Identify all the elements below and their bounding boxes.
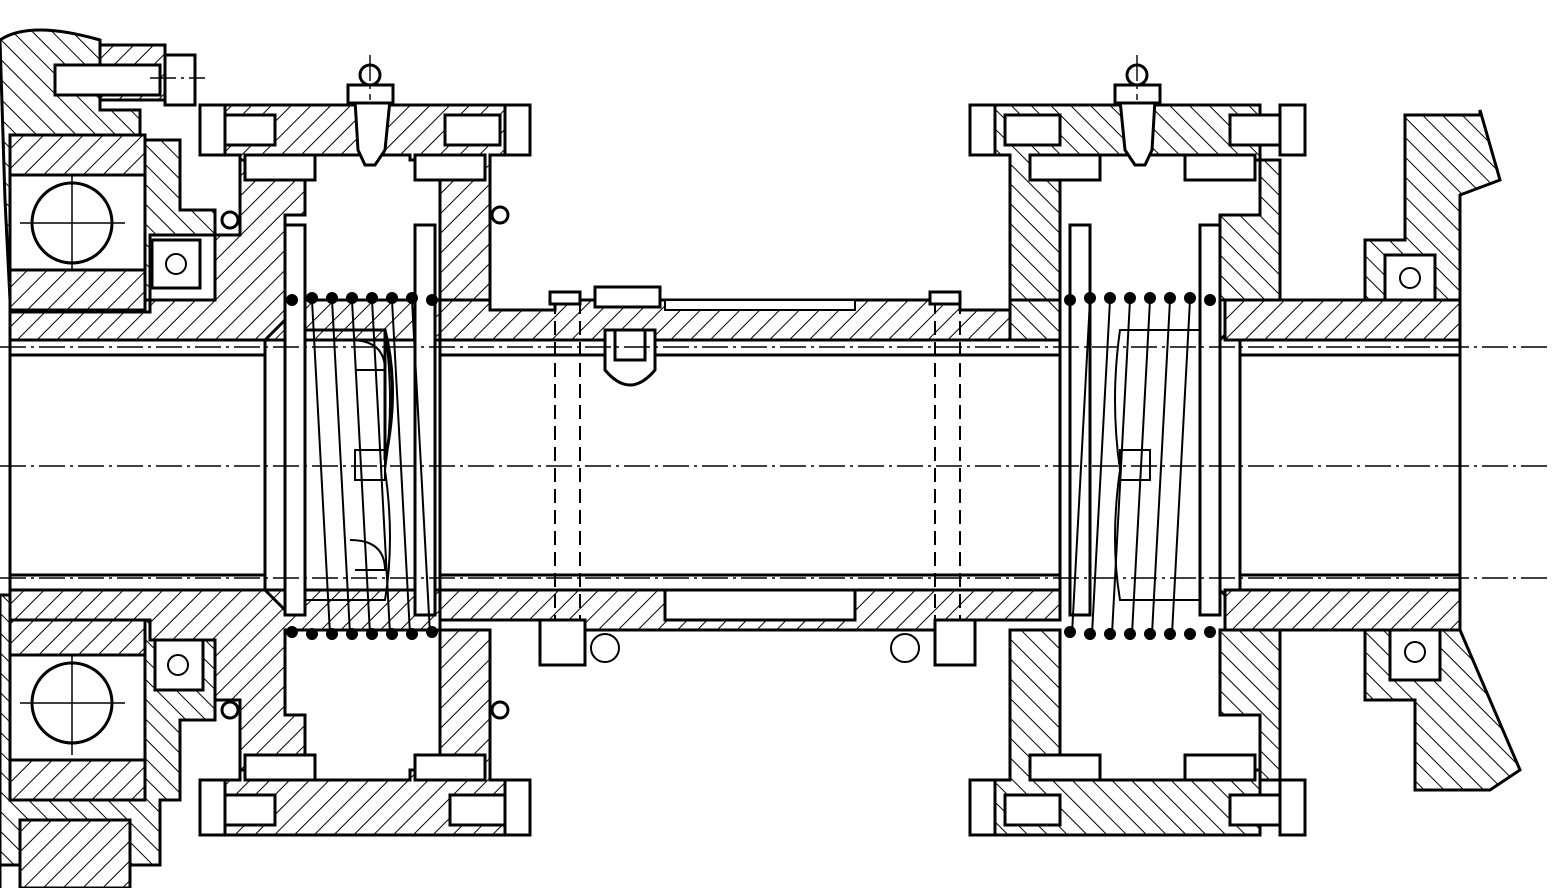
top-bolt-left-1 <box>218 113 277 147</box>
seal-upper-right <box>1383 253 1437 302</box>
bottom-bolt-left-1 <box>218 793 277 827</box>
center-bottom-clamp-right <box>933 618 977 667</box>
centerlines <box>0 55 1552 579</box>
bottom-bolt-left-2 <box>448 793 507 827</box>
left-housing-lower <box>0 593 217 888</box>
left-housing-upper <box>0 28 217 312</box>
center-bottom-clamp-left <box>538 618 587 667</box>
seal-lower-right <box>1388 628 1442 682</box>
seal-lower-left <box>153 638 205 692</box>
seal-upper-left <box>150 238 202 290</box>
left-shaft-bore <box>8 316 394 614</box>
right-housing <box>1223 109 1522 792</box>
central-spacer-shaft <box>438 285 1062 667</box>
housing-bolt-upper <box>53 63 162 97</box>
right-coupling <box>968 63 1310 837</box>
left-coupling <box>198 63 532 837</box>
center-top-nut <box>593 285 662 309</box>
top-bolt-left-2 <box>443 113 502 147</box>
left-spring-coils <box>286 292 438 640</box>
